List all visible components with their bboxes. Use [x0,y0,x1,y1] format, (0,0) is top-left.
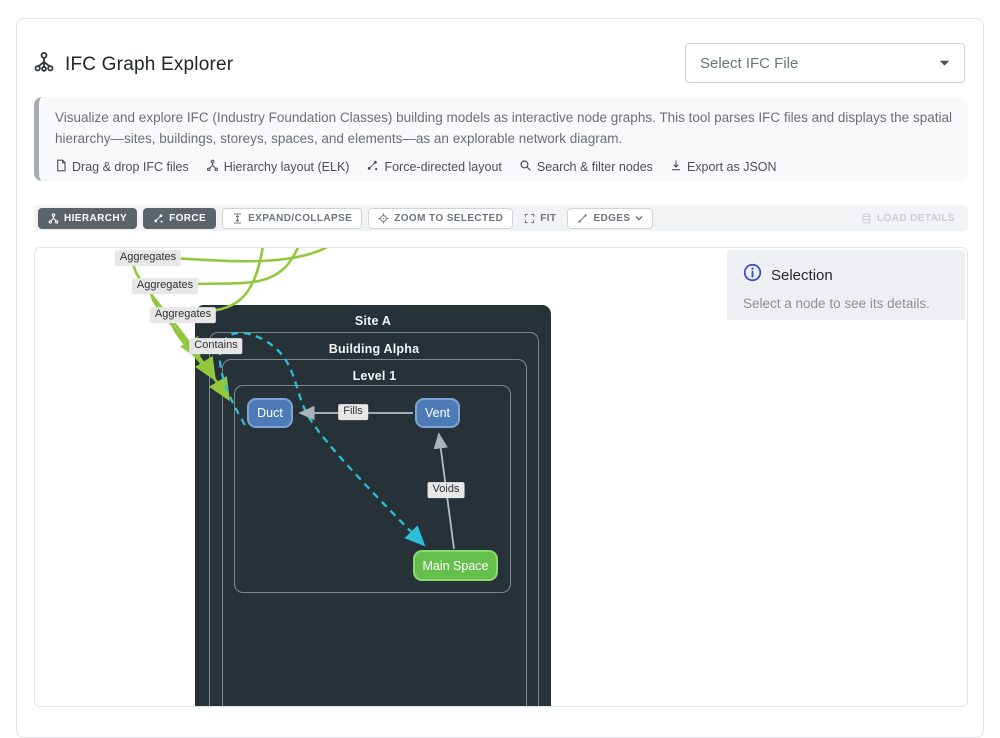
edge-label-fills: Fills [338,404,368,420]
node-main-space-label: Main Space [422,558,489,573]
expand-collapse-button[interactable]: EXPAND/COLLAPSE [222,207,363,229]
database-icon [861,213,872,224]
fit-icon [524,213,535,224]
force-icon [366,159,379,175]
selection-empty-text: Select a node to see its details. [743,296,930,311]
header: IFC Graph Explorer Select IFC File [31,43,969,87]
fit-button[interactable]: FIT [519,208,561,229]
file-icon [55,159,67,175]
edge-label-aggregates-3: Aggregates [149,307,217,323]
edge-icon [577,213,588,224]
feature-list: Drag & drop IFC files Hierarchy layout (… [55,159,952,175]
chevron-down-icon [635,215,643,221]
ifc-file-select-value: Select IFC File [700,54,799,72]
hierarchy-icon [48,212,59,224]
node-vent[interactable]: Vent [415,398,460,428]
feature-search-filter: Search & filter nodes [519,159,653,175]
graph-canvas[interactable]: Site A Building Alpha Level 1 [34,247,968,707]
feature-force-layout: Force-directed layout [366,159,502,175]
page-title: IFC Graph Explorer [65,53,234,75]
intro-box: Visualize and explore IFC (Industry Foun… [34,97,968,181]
container-storey-content [234,385,511,593]
edge-contains [218,331,426,547]
node-main-space[interactable]: Main Space [413,550,498,581]
info-icon [743,263,762,287]
feature-export-json: Export as JSON [670,159,777,175]
load-details-button: LOAD DETAILS [852,208,964,229]
edge-aggregates-3 [170,248,264,402]
force-icon [153,213,164,224]
zoom-to-selected-button[interactable]: ZOOM TO SELECTED [368,207,514,229]
container-storey-label: Level 1 [352,369,397,383]
edge-label-aggregates-1: Aggregates [114,250,182,266]
container-storey[interactable]: Level 1 [222,359,527,706]
edge-label-voids: Voids [427,482,465,498]
unfold-icon [232,213,243,224]
feature-hierarchy-layout: Hierarchy layout (ELK) [206,159,349,175]
node-duct[interactable]: Duct [247,398,293,428]
node-duct-label: Duct [257,406,283,420]
hierarchy-icon [206,159,219,175]
search-icon [519,159,532,175]
graph-logo-icon [33,51,55,78]
container-building-label: Building Alpha [328,342,420,356]
edge-label-aggregates-2: Aggregates [131,278,199,294]
graph-toolbar: HIERARCHY FORCE EXPAND/COLLAPSE [34,205,968,231]
edges-menu-button[interactable]: EDGES [567,207,654,229]
feature-drag-drop: Drag & drop IFC files [55,159,189,175]
intro-description: Visualize and explore IFC (Industry Foun… [55,110,952,146]
ifc-file-select[interactable]: Select IFC File [685,43,965,83]
force-layout-button[interactable]: FORCE [143,207,217,229]
chevron-down-icon [939,54,950,72]
hierarchy-layout-button[interactable]: HIERARCHY [38,207,138,229]
selection-panel-title: Selection [771,266,833,284]
node-vent-label: Vent [424,406,451,420]
target-icon [378,213,389,224]
selection-panel: Selection Select a node to see its detai… [727,250,965,320]
download-icon [670,159,682,175]
app-card: IFC Graph Explorer Select IFC File Visua… [16,18,984,738]
container-building[interactable]: Building Alpha [209,332,539,706]
edge-label-contains: Contains [189,338,243,354]
container-site-label: Site A [354,314,392,328]
